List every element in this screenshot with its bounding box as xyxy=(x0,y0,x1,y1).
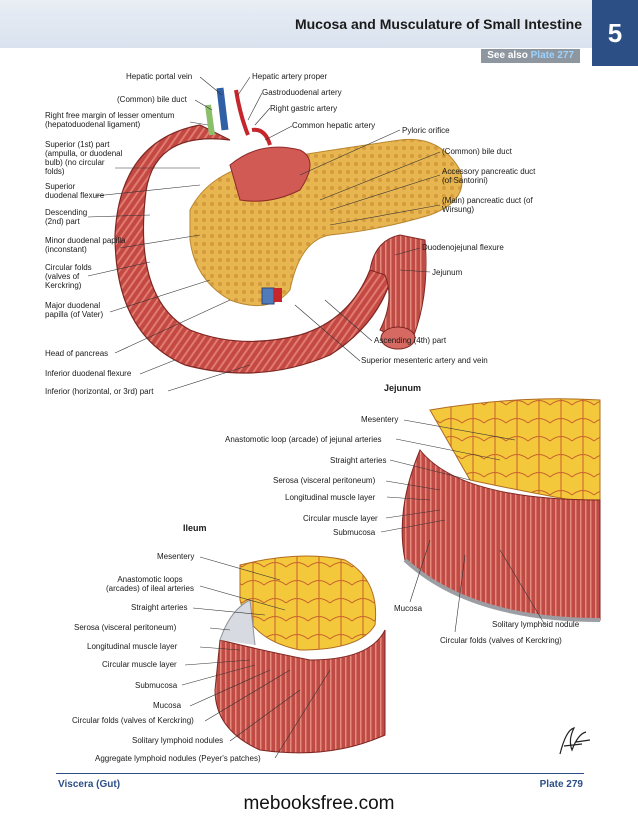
see-also-plate-link[interactable]: Plate 277 xyxy=(530,50,574,61)
label-right-free-margin: Right free margin of lesser omentum (hep… xyxy=(45,111,175,129)
label-head-of-pancreas: Head of pancreas xyxy=(45,349,109,358)
jejunum-label-serosa: Serosa (visceral peritoneum) xyxy=(273,476,376,485)
ileum-heading: Ileum xyxy=(183,523,207,533)
label-superior-part: Superior (1st) part (ampulla, or duodena… xyxy=(45,140,123,176)
ileum-mesentery xyxy=(239,555,377,651)
label-superior-mesenteric: Superior mesenteric artery and vein xyxy=(361,356,488,365)
label-circular-folds: Circular folds (valves of Kerckring) xyxy=(45,263,92,290)
jejunum-label-circular-folds: Circular folds (valves of Kerckring) xyxy=(440,636,562,645)
ileum-label-aggregate-nodules: Aggregate lymphoid nodules (Peyer's patc… xyxy=(95,754,261,763)
jejunum-mesentery xyxy=(429,398,601,506)
footer-plate-number: Plate 279 xyxy=(539,779,583,790)
label-right-gastric-artery: Right gastric artery xyxy=(270,104,338,113)
ileum-label-circular-folds: Circular folds (valves of Kerckring) xyxy=(72,716,194,725)
ileum-label-serosa: Serosa (visceral peritoneum) xyxy=(74,623,177,632)
label-ascending-part: Ascending (4th) part xyxy=(374,336,447,345)
label-common-bile-duct-upper: (Common) bile duct xyxy=(117,95,187,104)
sma-vein-shape xyxy=(261,287,275,305)
artist-signature xyxy=(559,727,591,755)
ileum-label-longitudinal-muscle: Longitudinal muscle layer xyxy=(87,642,178,651)
footer-section: Viscera (Gut) xyxy=(58,779,121,790)
watermark-text: mebooksfree.com xyxy=(243,793,395,814)
label-minor-papilla: Minor duodenal papilla (inconstant) xyxy=(45,236,126,254)
jejunum-tube xyxy=(369,234,427,346)
jejunum-label-mucosa: Mucosa xyxy=(394,604,423,613)
jejunum-heading: Jejunum xyxy=(384,383,422,393)
label-major-papilla: Major duodenal papilla (of Vater) xyxy=(45,301,104,319)
ileum-label-solitary-nodules: Solitary lymphoid nodules xyxy=(132,736,224,745)
see-also-prefix: See also xyxy=(487,50,528,61)
ileum-label-submucosa: Submucosa xyxy=(135,681,178,690)
jejunum-label-mesentery: Mesentery xyxy=(361,415,399,424)
label-accessory-pancreatic-duct: Accessory pancreatic duct (of Santorini) xyxy=(442,167,536,185)
ileum-illustration xyxy=(214,555,386,754)
pylorus-shape xyxy=(229,146,311,202)
jejunum-label-longitudinal-muscle: Longitudinal muscle layer xyxy=(285,493,376,502)
duodenum-illustration xyxy=(114,87,463,374)
footer-rule xyxy=(56,773,584,774)
portal-vein-shape xyxy=(216,87,229,131)
jejunum-label-straight-arteries: Straight arteries xyxy=(330,456,387,465)
hepatic-artery-shape xyxy=(234,89,250,136)
sma-artery-shape xyxy=(274,288,282,302)
jejunum-label-solitary-nodule: Solitary lymphoid nodule xyxy=(492,620,580,629)
header-band xyxy=(0,0,638,48)
label-common-hepatic-artery: Common hepatic artery xyxy=(292,121,376,130)
label-gastroduodenal-artery: Gastroduodenal artery xyxy=(262,88,342,97)
jejunum-label-circular-muscle: Circular muscle layer xyxy=(303,514,378,523)
label-common-bile-duct-right: (Common) bile duct xyxy=(442,147,512,156)
ileum-label-mucosa: Mucosa xyxy=(153,701,182,710)
ileum-wall xyxy=(214,629,386,754)
label-jejunum: Jejunum xyxy=(432,268,463,277)
ileum-label-straight-arteries: Straight arteries xyxy=(131,603,188,612)
ileum-label-mesentery: Mesentery xyxy=(157,552,195,561)
label-descending-part: Descending (2nd) part xyxy=(45,208,88,226)
jejunum-label-anastomotic-loop: Anastomotic loop (arcade) of jejunal art… xyxy=(225,435,382,444)
ileum-label-anastomotic-loops: Anastomotic loops (arcades) of ileal art… xyxy=(105,575,195,593)
label-main-pancreatic-duct: (Main) pancreatic duct (of Wirsung) xyxy=(442,196,533,214)
chapter-number-badge: 5 xyxy=(592,0,638,66)
see-also-reference[interactable]: See also Plate 277 xyxy=(481,49,580,63)
page-title: Mucosa and Musculature of Small Intestin… xyxy=(294,16,582,32)
label-inferior-flexure: Inferior duodenal flexure xyxy=(45,369,132,378)
label-superior-flexure: Superior duodenal flexure xyxy=(45,182,105,200)
label-pyloric-orifice: Pyloric orifice xyxy=(402,126,450,135)
label-hepatic-artery-proper: Hepatic artery proper xyxy=(252,72,328,81)
leader-lines xyxy=(87,76,546,759)
label-inferior-part: Inferior (horizontal, or 3rd) part xyxy=(45,387,154,396)
jejunum-illustration xyxy=(401,398,601,622)
ileum-label-circular-muscle: Circular muscle layer xyxy=(102,660,177,669)
label-hepatic-portal-vein: Hepatic portal vein xyxy=(126,72,193,81)
jejunum-label-submucosa: Submucosa xyxy=(333,528,376,537)
label-duodenojejunal-flexure: Duodenojejunal flexure xyxy=(422,243,504,252)
